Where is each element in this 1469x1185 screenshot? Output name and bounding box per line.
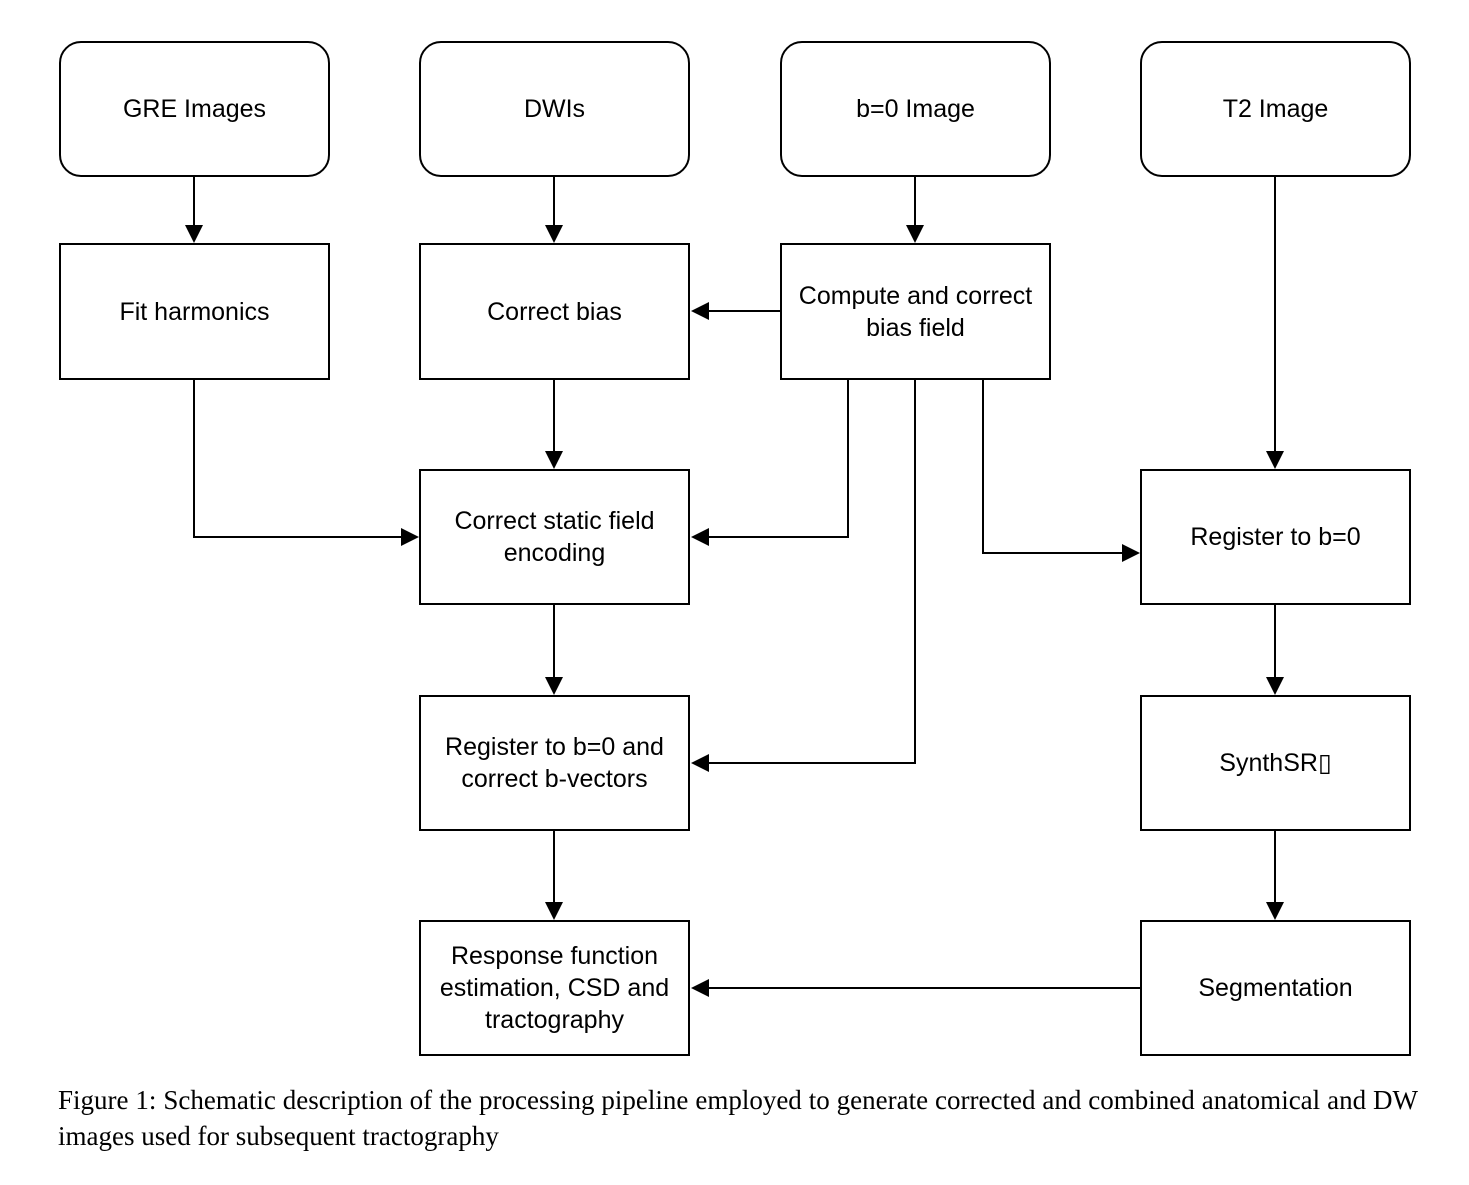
node-register-t2-b0-label: Register to b=0 [1190, 523, 1361, 551]
arrowhead-compute-bias-to-register-dwi [691, 754, 709, 772]
arrow-fit-harmonics-to-static-field [193, 379, 402, 538]
node-register-t2-b0: Register to b=0 [1140, 469, 1411, 605]
node-correct-static-field-label: Correct static field encoding [454, 507, 655, 567]
arrowhead-compute-bias-to-correct-bias [691, 302, 709, 320]
node-register-dwi-b0: Register to b=0 and correct b-vectors [419, 695, 690, 831]
node-fit-harmonics-label: Fit harmonics [119, 297, 270, 326]
node-fit-harmonics: Fit harmonics [59, 243, 330, 380]
node-response-function-label: Response function estimation, CSD and tr… [439, 942, 670, 1034]
node-segmentation-label: Segmentation [1198, 974, 1353, 1002]
arrowhead-t2-to-register [1266, 451, 1284, 469]
node-synthsr-label: SynthSR▯ [1219, 749, 1332, 777]
arrowhead-segmentation-to-response [691, 979, 709, 997]
arrowhead-gre-to-fit-harmonics [185, 225, 203, 243]
node-dwis-label: DWIs [523, 95, 586, 123]
arrow-compute-bias-to-register-dwi [708, 379, 916, 764]
arrow-compute-bias-to-static-field [708, 379, 849, 538]
node-compute-bias-field-label: Compute and correct bias field [798, 281, 1033, 342]
arrowhead-register-dwi-to-response [545, 902, 563, 920]
arrowhead-dwis-to-correct-bias [545, 225, 563, 243]
node-correct-bias: Correct bias [419, 243, 690, 380]
node-t2-image-label: T2 Image [1222, 95, 1329, 123]
node-synthsr: SynthSR▯ [1140, 695, 1411, 831]
node-b0-image-label: b=0 Image [856, 95, 975, 123]
node-segmentation: Segmentation [1140, 920, 1411, 1056]
arrowhead-fit-harmonics-to-static-field [401, 528, 419, 546]
node-response-function: Response function estimation, CSD and tr… [419, 920, 690, 1056]
node-b0-image: b=0 Image [780, 41, 1051, 177]
arrow-compute-bias-to-register-t2 [982, 379, 1123, 554]
arrowhead-static-field-to-register-dwi [545, 677, 563, 695]
node-gre-images: GRE Images [59, 41, 330, 177]
node-gre-images-label: GRE Images [122, 95, 267, 123]
node-correct-static-field: Correct static field encoding [419, 469, 690, 605]
node-correct-bias-label: Correct bias [487, 297, 622, 326]
arrowhead-register-t2-to-synthsr [1266, 677, 1284, 695]
node-dwis: DWIs [419, 41, 690, 177]
arrowhead-correct-bias-to-static-field [545, 451, 563, 469]
arrowhead-b0-to-compute-bias [906, 225, 924, 243]
node-t2-image: T2 Image [1140, 41, 1411, 177]
arrowhead-compute-bias-to-static-field [691, 528, 709, 546]
arrowhead-compute-bias-to-register-t2 [1122, 544, 1140, 562]
arrowhead-synthsr-to-segmentation [1266, 902, 1284, 920]
figure-caption: Figure 1: Schematic description of the p… [58, 1085, 1418, 1151]
node-register-dwi-b0-label: Register to b=0 and correct b-vectors [445, 733, 664, 793]
node-compute-bias-field: Compute and correct bias field [780, 243, 1051, 380]
